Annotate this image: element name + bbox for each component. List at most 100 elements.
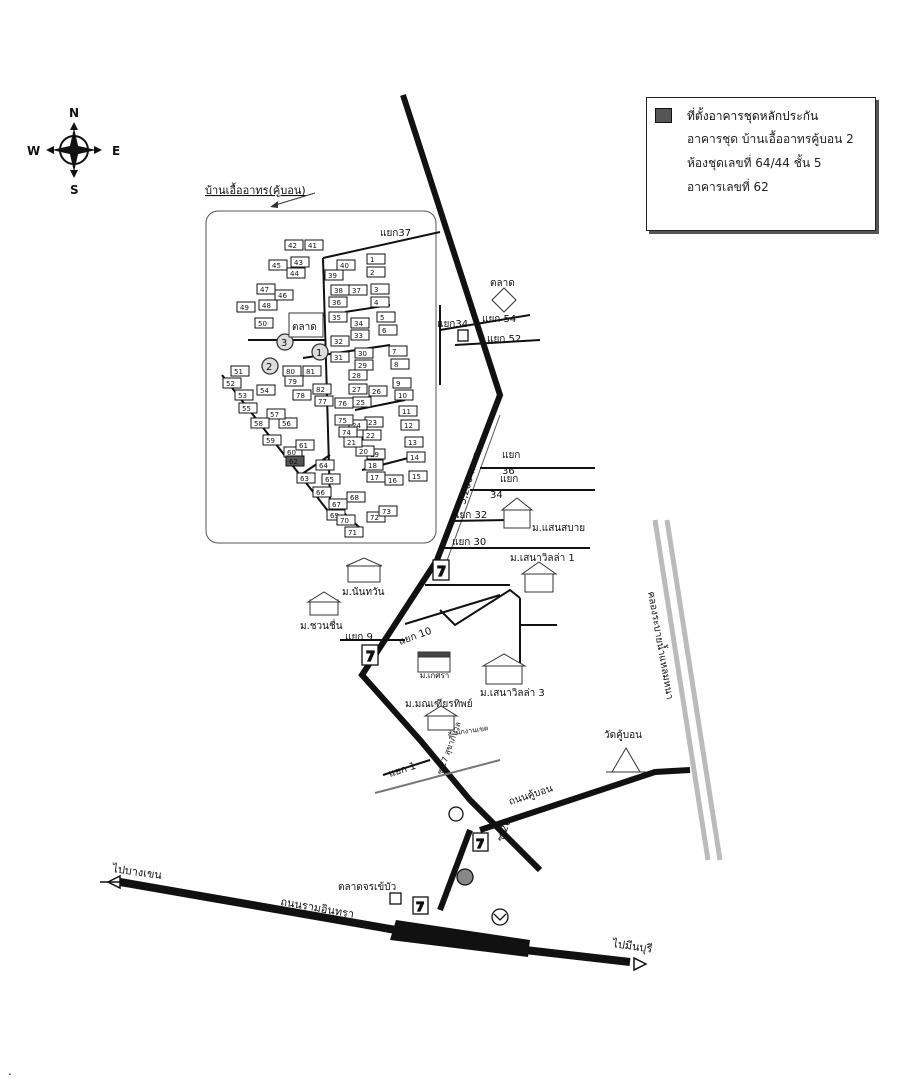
nanthawan-house-icon — [345, 557, 383, 583]
market-box — [288, 312, 324, 338]
building-44: 44 — [286, 267, 306, 279]
building-57-number: 57 — [270, 411, 279, 419]
building-79: 79 — [284, 375, 304, 387]
building-18: 18 — [364, 459, 384, 471]
building-16-number: 16 — [388, 477, 397, 485]
building-51-shape — [230, 365, 250, 377]
building-67-number: 67 — [332, 501, 341, 509]
building-71: 71 — [344, 526, 364, 538]
building-69-number: 69 — [330, 512, 339, 520]
building-81-number: 81 — [306, 368, 315, 376]
building-23-number: 23 — [368, 419, 377, 427]
building-37: 37 — [348, 284, 368, 296]
building-15-number: 15 — [412, 473, 421, 481]
building-15-shape — [408, 470, 428, 482]
legend-line-3: อาคารเลขที่ 62 — [687, 180, 769, 194]
building-81: 81 — [302, 365, 322, 377]
chuanchuen-house-icon — [306, 591, 342, 616]
building-80-shape — [282, 365, 302, 377]
soi34b-label: 34 — [490, 490, 503, 501]
building-65: 65 — [321, 473, 341, 485]
building-36-number: 36 — [332, 299, 341, 307]
saensabai-label: ม.แสนสบาย — [532, 523, 585, 534]
building-32: 32 — [330, 335, 350, 347]
building-62-shape — [285, 455, 305, 467]
circle-2-label: 2 — [266, 362, 272, 373]
market2-label: ตลาด — [490, 278, 515, 289]
building-group-2-marker — [261, 357, 279, 375]
building-50-shape — [254, 317, 274, 329]
building-34-shape — [350, 317, 370, 329]
building-70-shape — [336, 514, 356, 526]
building-65-shape — [321, 473, 341, 485]
building-2: 2 — [366, 266, 386, 278]
building-55: 55 — [238, 402, 258, 414]
building-24-number: 24 — [352, 422, 361, 430]
building-1-shape — [366, 253, 386, 265]
building-5: 5 — [376, 311, 396, 323]
soi34-label: แยก34 — [437, 319, 468, 330]
building-45-shape — [268, 259, 288, 271]
building-59: 59 — [262, 434, 282, 446]
building-30-number: 30 — [358, 350, 367, 358]
svg-text:7: 7 — [366, 650, 375, 665]
building-54-shape — [256, 384, 276, 396]
building-25: 25 — [352, 396, 372, 408]
building-68: 68 — [346, 491, 366, 503]
building-25-number: 25 — [356, 399, 365, 407]
building-29-number: 29 — [358, 362, 367, 370]
building-38-number: 38 — [334, 287, 343, 295]
building-30-shape — [354, 347, 374, 359]
building-36: 36 — [328, 296, 348, 308]
building-41: 41 — [304, 239, 324, 251]
building-6-shape — [378, 324, 398, 336]
compass-e: E — [112, 144, 120, 158]
building-66-number: 66 — [316, 489, 325, 497]
buildings-layer: 1234567891011121314151617181920212223242… — [222, 239, 428, 538]
building-75-number: 75 — [338, 417, 347, 425]
building-40-shape — [336, 259, 356, 271]
building-30: 30 — [354, 347, 374, 359]
building-17-number: 17 — [370, 474, 379, 482]
building-61-shape — [295, 439, 315, 451]
building-40: 40 — [336, 259, 356, 271]
building-43: 43 — [290, 256, 310, 268]
soi30-label: แยก 30 — [452, 537, 486, 548]
building-2-number: 2 — [370, 269, 374, 277]
senavilla1-house-icon — [520, 561, 558, 593]
building-10-number: 10 — [398, 392, 407, 400]
building-53-number: 53 — [238, 392, 247, 400]
building-82: 82 — [312, 383, 332, 395]
project-label: บ้านเอื้ออาทร(คู้บอน) — [205, 182, 306, 197]
building-21: 21 — [343, 436, 363, 448]
building-58: 58 — [250, 417, 270, 429]
building-51-number: 51 — [234, 368, 243, 376]
building-12-shape — [400, 419, 420, 431]
building-65-number: 65 — [325, 476, 334, 484]
store-icon-4: 7 — [412, 896, 429, 915]
building-42-shape — [284, 239, 304, 251]
building-72: 72 — [366, 511, 386, 523]
svg-text:7: 7 — [437, 565, 446, 580]
building-50: 50 — [254, 317, 274, 329]
building-77-shape — [314, 395, 334, 407]
building-49-number: 49 — [240, 304, 249, 312]
building-20-number: 20 — [359, 448, 368, 456]
building-6-number: 6 — [382, 327, 387, 335]
building-8: 8 — [390, 358, 410, 370]
compass-n: N — [69, 106, 79, 120]
building-54: 54 — [256, 384, 276, 396]
building-49-shape — [236, 301, 256, 313]
building-6: 6 — [378, 324, 398, 336]
market3-label: ตลาดจรเข้บัว — [338, 881, 396, 893]
shop-icon — [389, 892, 402, 905]
building-48: 48 — [258, 299, 278, 311]
building-70-number: 70 — [340, 517, 349, 525]
building-39-number: 39 — [328, 272, 337, 280]
building-32-shape — [330, 335, 350, 347]
building-15: 15 — [408, 470, 428, 482]
building-63-number: 63 — [300, 475, 309, 483]
building-61: 61 — [295, 439, 315, 451]
soi9-label: แยก 9 — [345, 632, 373, 643]
building-27-number: 27 — [352, 386, 361, 394]
